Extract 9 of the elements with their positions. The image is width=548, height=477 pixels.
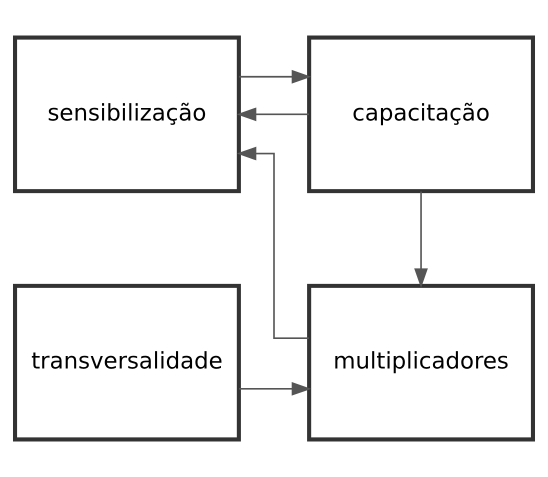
arrow [236,107,310,122]
arrow [414,192,428,288]
node-box: sensibilização [13,36,241,194]
arrow [236,146,309,339]
arrow [238,382,312,396]
node-box: transversalidade [13,284,241,442]
node-box: capacitação [307,36,535,194]
node-box: multiplicadores [307,284,535,442]
arrow [238,70,312,84]
